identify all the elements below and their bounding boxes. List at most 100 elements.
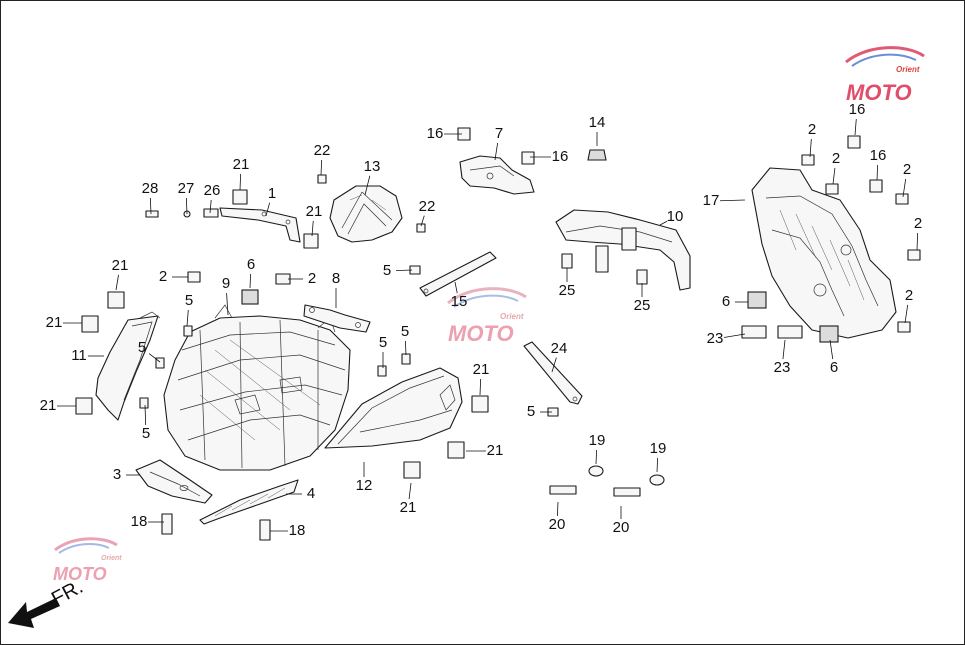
leader-line-c7 <box>494 142 499 161</box>
leader-line-c24 <box>551 357 557 373</box>
callout-c8: 8 <box>332 270 340 287</box>
lower-lens <box>135 459 213 504</box>
callout-c26: 26 <box>204 182 221 199</box>
callout-c21g: 21 <box>487 442 504 459</box>
strip-15 <box>419 251 497 297</box>
callout-c21h: 21 <box>400 499 417 516</box>
leader-line-c23a <box>723 333 746 338</box>
svg-text:Orient: Orient <box>101 555 122 562</box>
callout-c9: 9 <box>222 275 230 292</box>
callout-c5a: 5 <box>383 262 391 279</box>
callout-c2b: 2 <box>308 270 316 287</box>
grommet-14 <box>587 149 607 161</box>
bracket-7 <box>459 155 535 195</box>
callout-c10: 10 <box>667 208 684 225</box>
upper-cover <box>329 185 403 243</box>
leader-line-c27 <box>185 197 188 215</box>
callout-c6b: 6 <box>722 293 730 310</box>
leader-line-c22a <box>320 159 323 176</box>
leader-line-c15 <box>454 281 458 294</box>
leader-line-c16c <box>854 118 857 136</box>
callout-c1: 1 <box>268 185 276 202</box>
svg-text:Orient: Orient <box>500 312 524 321</box>
leader-line-c21b <box>311 220 314 237</box>
callout-c28: 28 <box>142 180 159 197</box>
leader-line-c1 <box>265 202 271 217</box>
bracket-10 <box>555 209 691 291</box>
callout-c6a: 6 <box>247 256 255 273</box>
callout-c16a: 16 <box>427 125 444 142</box>
leader-line-c21c <box>115 274 119 291</box>
callout-c2d: 2 <box>832 150 840 167</box>
bracket-1 <box>219 207 301 243</box>
leader-line-c21a <box>239 173 242 191</box>
callout-c21e: 21 <box>40 397 57 414</box>
leader-line-c26 <box>209 199 212 214</box>
callout-c24: 24 <box>551 340 568 357</box>
leader-line-c19a <box>595 449 598 465</box>
callout-c14: 14 <box>589 114 606 131</box>
leader-line-c28 <box>149 197 152 215</box>
leader-line-c22b <box>420 215 425 227</box>
strip-24 <box>523 341 583 405</box>
callout-c20a: 20 <box>549 516 566 533</box>
leader-line-c16d <box>876 164 879 181</box>
callout-c18a: 18 <box>131 513 148 530</box>
callout-c16b: 16 <box>552 148 569 165</box>
leader-line-c13 <box>364 175 371 196</box>
callout-c19b: 19 <box>650 440 667 457</box>
callout-c27: 27 <box>178 180 195 197</box>
leader-line-c5b <box>186 309 189 327</box>
leader-line-c20a <box>556 501 559 517</box>
callout-c11: 11 <box>71 347 87 364</box>
callout-c5c: 5 <box>138 339 146 356</box>
svg-text:MOTO: MOTO <box>448 321 514 346</box>
callout-c20b: 20 <box>613 519 630 536</box>
callout-c21d: 21 <box>46 314 63 331</box>
callout-c3: 3 <box>113 466 121 483</box>
leader-line-c2c <box>809 138 812 158</box>
callout-c19a: 19 <box>589 432 606 449</box>
callout-c13: 13 <box>364 158 381 175</box>
callout-c2a: 2 <box>159 268 167 285</box>
callout-c17: 17 <box>703 192 720 209</box>
watermark-top-right: MOTO Orient <box>845 46 925 105</box>
callout-c12: 12 <box>356 477 373 494</box>
callout-c23a: 23 <box>707 330 724 347</box>
front-cover-right <box>324 367 463 449</box>
callout-c21f: 21 <box>473 361 490 378</box>
svg-text:MOTO: MOTO <box>846 80 912 105</box>
leader-line-c2g <box>904 304 909 324</box>
trim-strip <box>199 479 299 525</box>
callout-c21b: 21 <box>306 203 323 220</box>
svg-text:Orient: Orient <box>896 65 920 74</box>
watermark-center: MOTO Orient <box>447 287 527 346</box>
leader-line-c17 <box>719 199 746 202</box>
leader-line-c23b <box>782 339 786 360</box>
leader-line-c21h <box>408 482 412 500</box>
leader-line-c5f <box>144 404 147 426</box>
callout-c23b: 23 <box>774 359 791 376</box>
callout-c5e: 5 <box>401 323 409 340</box>
leader-line-c5c <box>148 353 161 363</box>
front-direction-arrow: FR. <box>8 576 87 628</box>
watermark-bottom-left: MOTO Orient <box>53 537 122 584</box>
callout-c18b: 18 <box>289 522 306 539</box>
callout-c2g: 2 <box>905 287 913 304</box>
callout-c2e: 2 <box>903 161 911 178</box>
leader-line-c5e <box>404 340 407 356</box>
callout-c5d: 5 <box>379 334 387 351</box>
clip-fasteners <box>75 189 489 479</box>
leader-line-c2d <box>832 167 836 185</box>
side-panel-17 <box>751 167 897 339</box>
callout-c5g: 5 <box>527 403 535 420</box>
callout-c21c: 21 <box>112 257 129 274</box>
callout-c2f: 2 <box>914 215 922 232</box>
leader-line-c5a <box>395 269 413 272</box>
callout-c5f: 5 <box>142 425 150 442</box>
callout-c22b: 22 <box>419 198 436 215</box>
callout-c15: 15 <box>451 293 468 310</box>
bracket-8 <box>303 304 371 333</box>
